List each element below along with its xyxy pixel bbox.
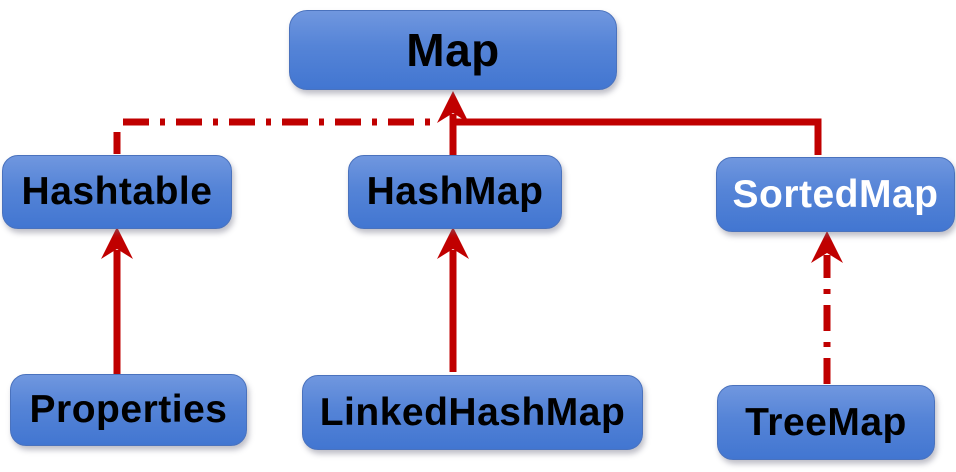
node-sortedmap: SortedMap: [716, 157, 955, 232]
node-hashtable-label: Hashtable: [21, 170, 213, 213]
edge-sortedmap-map-line: [453, 118, 822, 155]
node-hashtable: Hashtable: [2, 155, 232, 229]
node-linkedhashmap-label: LinkedHashMap: [319, 390, 626, 434]
node-sortedmap-label: SortedMap: [732, 172, 939, 216]
node-map-label: Map: [406, 24, 500, 76]
node-properties-label: Properties: [29, 388, 228, 431]
node-linkedhashmap: LinkedHashMap: [302, 375, 643, 450]
node-treemap: TreeMap: [717, 385, 935, 460]
node-hashmap-label: HashMap: [366, 170, 544, 213]
edge-properties-hashtable-arrowhead-icon: [101, 227, 133, 259]
node-hashmap: HashMap: [348, 155, 562, 229]
node-map: Map: [289, 10, 617, 90]
edge-treemap-sortedmap-arrowhead-icon: [811, 231, 843, 263]
node-treemap-label: TreeMap: [745, 400, 907, 444]
edge-linkedhashmap-hashmap-arrowhead-icon: [437, 227, 469, 259]
node-properties: Properties: [10, 374, 247, 446]
edge-hashmap-map-arrowhead-icon: [437, 91, 469, 123]
